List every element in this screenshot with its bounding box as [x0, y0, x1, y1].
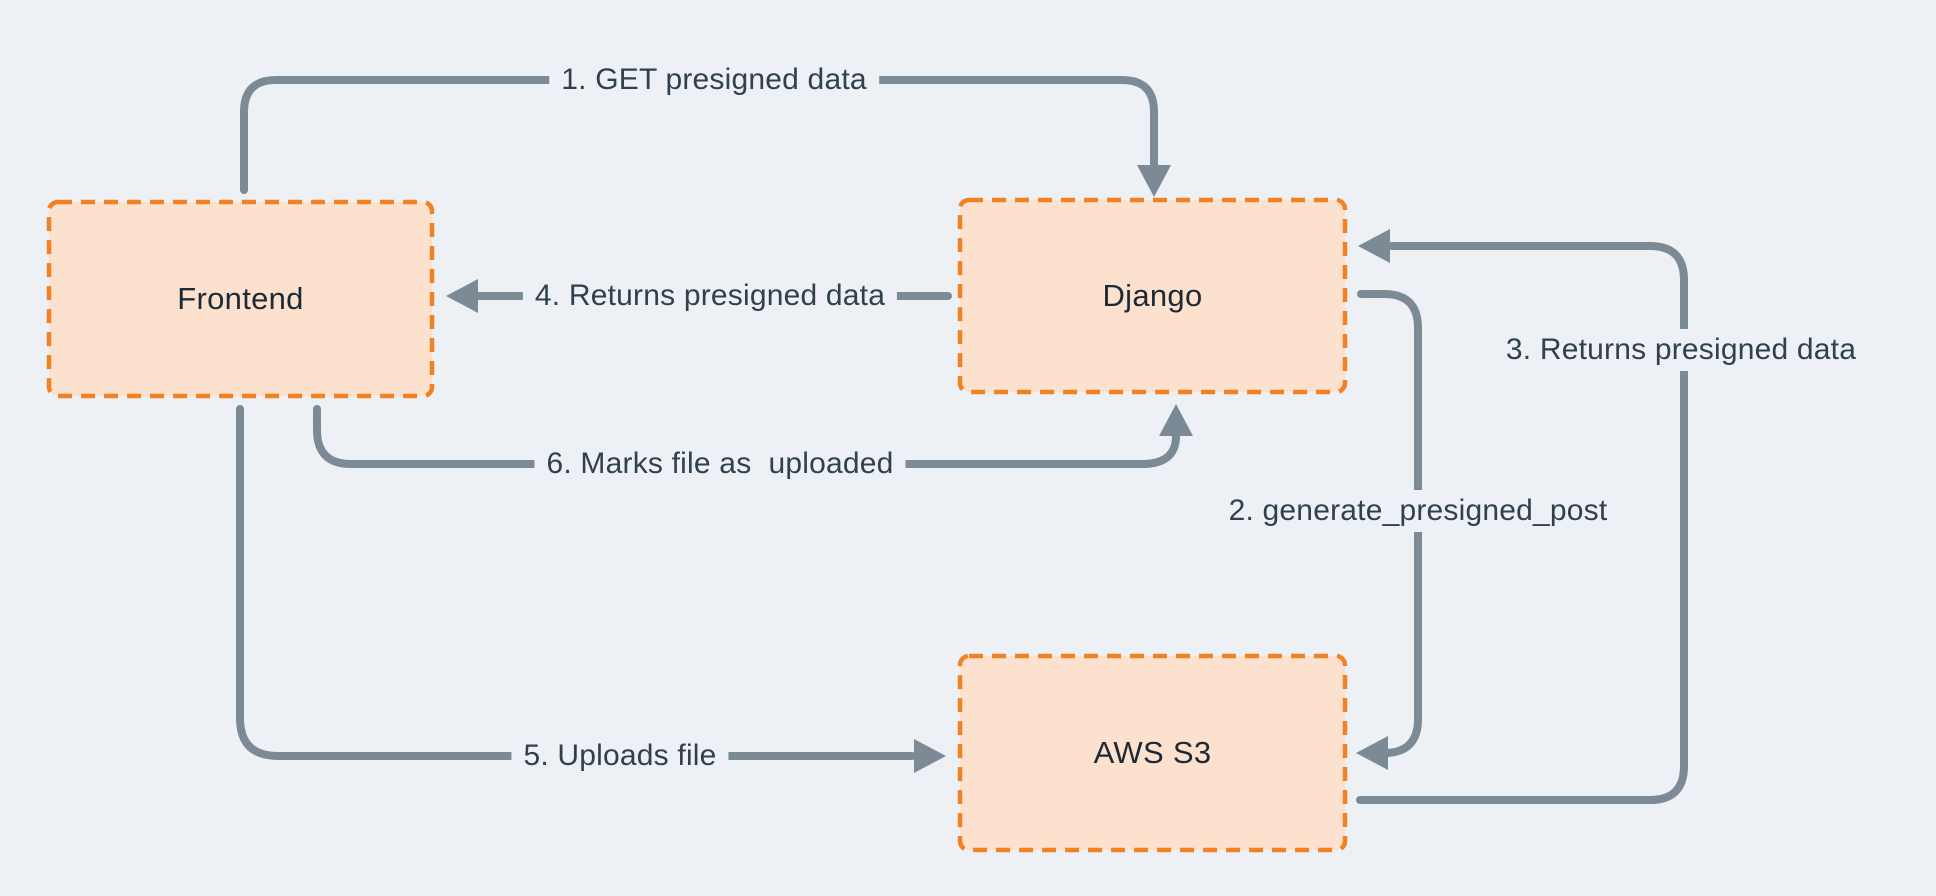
edge-generate-presigned-post — [1357, 290, 1422, 757]
arrowhead-into-django-right — [1358, 229, 1390, 263]
arrowhead-into-aws-right — [1356, 736, 1388, 770]
edge-get-presigned-data — [240, 76, 1158, 194]
nodes-layer — [46, 197, 1348, 853]
edge-uploads-file — [236, 405, 916, 760]
edge-marks-file-uploaded — [313, 405, 1180, 468]
edge-returns-presigned-data-to-django — [1356, 242, 1688, 804]
arrowheads-layer — [446, 165, 1390, 773]
arrowhead-into-django-bottom — [1159, 404, 1193, 436]
node-django-box — [957, 197, 1348, 395]
arrowhead-into-frontend-right — [446, 279, 478, 313]
arrowhead-into-aws-left — [914, 739, 946, 773]
arrowhead-into-django-top — [1137, 165, 1171, 197]
node-aws-s3-box — [957, 653, 1348, 853]
node-frontend-box — [46, 199, 435, 399]
